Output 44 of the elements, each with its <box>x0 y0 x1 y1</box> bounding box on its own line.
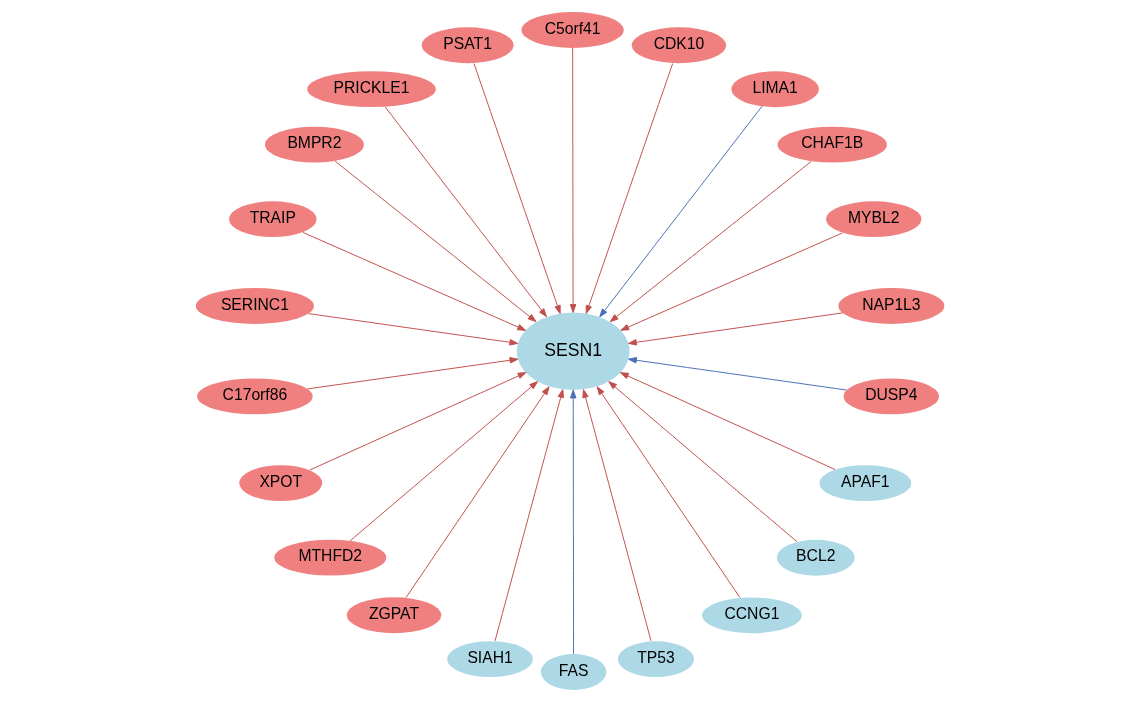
arrow <box>306 357 519 390</box>
node-ellipse: C5orf41 <box>521 12 624 48</box>
node-ellipse: CDK10 <box>631 27 727 64</box>
node-ellipse: SIAH1 <box>447 641 533 678</box>
arrow <box>302 231 527 331</box>
arrow <box>585 63 674 315</box>
arrow <box>570 389 577 655</box>
node-ellipse: APAF1 <box>819 465 912 502</box>
arrow <box>349 381 538 542</box>
node-ellipse: FAS <box>540 654 607 690</box>
arrow <box>494 389 564 642</box>
node-ellipse: MTHFD2 <box>274 539 387 576</box>
arrow <box>334 160 537 323</box>
arrow <box>628 357 847 391</box>
node-ellipse: C17orf86 <box>197 378 313 415</box>
arrow <box>308 313 519 346</box>
arrow <box>582 389 652 642</box>
node-ellipse: XPOT <box>239 465 323 502</box>
node-ellipse: TRAIP <box>229 201 317 238</box>
node-ellipse: PSAT1 <box>421 27 514 64</box>
arrow <box>405 386 550 598</box>
arrow <box>384 106 547 318</box>
node-ellipse: NAP1L3 <box>838 288 945 324</box>
arrow <box>473 62 561 314</box>
arrow <box>599 105 763 318</box>
arrow <box>620 232 843 331</box>
node-ellipse: DUSP4 <box>843 378 939 415</box>
node-ellipse: SERINC1 <box>195 288 314 324</box>
node-ellipse: TP53 <box>617 641 694 678</box>
node-ellipse: ZGPAT <box>346 597 442 634</box>
arrow <box>608 381 798 543</box>
arrow <box>309 372 527 471</box>
node-ellipse: LIMA1 <box>731 71 819 108</box>
node-ellipse: MYBL2 <box>826 201 922 238</box>
node-ellipse: BCL2 <box>776 539 855 576</box>
node-ellipse: CHAF1B <box>777 126 887 163</box>
arrow <box>619 372 836 470</box>
arrow <box>628 312 844 346</box>
node-ellipse: CCNG1 <box>702 597 802 634</box>
node-ellipse: PRICKLE1 <box>307 71 436 108</box>
arrow <box>596 386 741 599</box>
node-ellipse: BMPR2 <box>264 126 364 163</box>
arrow <box>569 47 577 313</box>
arrow <box>609 161 812 323</box>
